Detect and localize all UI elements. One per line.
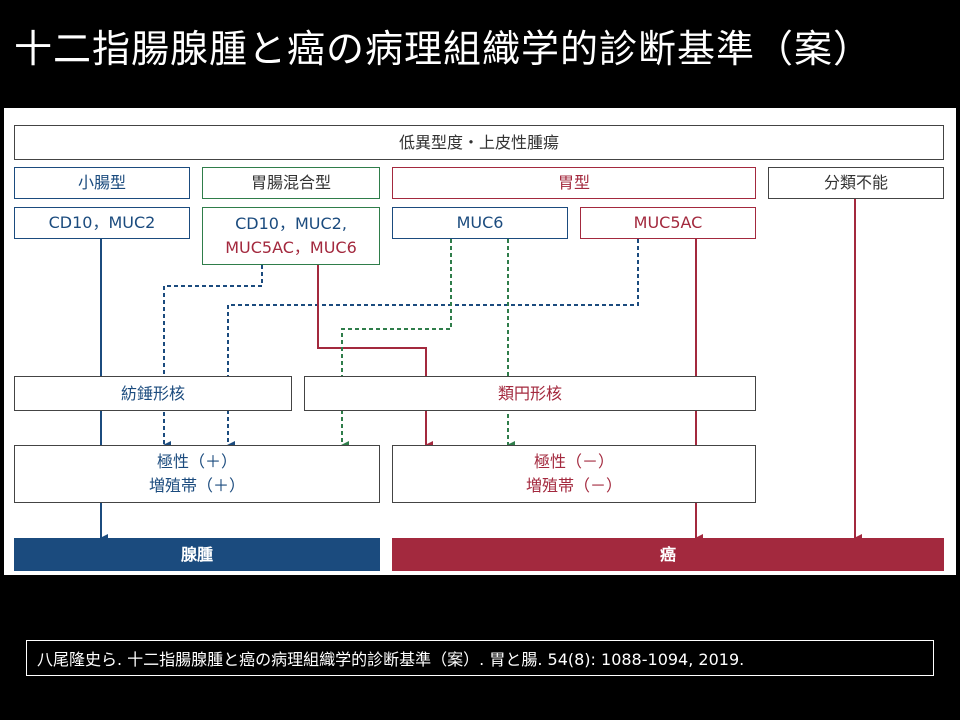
marker-mixed-box: CD10，MUC2, MUC5AC，MUC6 — [202, 207, 380, 265]
type-unclassified-box: 分類不能 — [768, 167, 944, 199]
diagram-panel: 低異型度・上皮性腫瘍 小腸型 胃腸混合型 胃型 分類不能 CD10，MUC2 C… — [4, 108, 956, 575]
line-muc6-green-to-plus — [341, 239, 452, 449]
marker-gastric-a-box: MUC6 — [392, 207, 568, 239]
outcome-carcinoma-label: 癌 — [659, 544, 676, 564]
marker-gastric-a-label: MUC6 — [456, 213, 504, 232]
marker-intestinal-label: CD10，MUC2 — [48, 213, 156, 232]
marker-mixed-line2: MUC5AC，MUC6 — [225, 238, 357, 257]
line-muc5ac-blue-dashed — [227, 239, 639, 449]
marker-intestinal-box: CD10，MUC2 — [14, 207, 190, 239]
type-gastric-box: 胃型 — [392, 167, 756, 199]
marker-gastric-b-label: MUC5AC — [633, 213, 703, 232]
marker-mixed-line1: CD10，MUC2, — [235, 214, 347, 233]
outcome-carcinoma-box: 癌 — [392, 538, 944, 571]
marker-gastric-b-box: MUC5AC — [580, 207, 756, 239]
polarity-minus-line1: 極性（－） — [533, 452, 614, 471]
type-mixed-box: 胃腸混合型 — [202, 167, 380, 199]
citation-box: 八尾隆史ら. 十二指腸腺腫と癌の病理組織学的診断基準（案）. 胃と腸. 54(8… — [26, 640, 934, 676]
type-intestinal-box: 小腸型 — [14, 167, 190, 199]
line-mixed-blue-dashed — [163, 265, 263, 449]
polarity-minus-box: 極性（－） 増殖帯（－） — [392, 445, 756, 503]
type-gastric-label: 胃型 — [557, 173, 590, 192]
polarity-plus-line2: 増殖帯（＋） — [148, 476, 245, 495]
type-unclassified-label: 分類不能 — [823, 173, 888, 192]
citation-text: 八尾隆史ら. 十二指腸腺腫と癌の病理組織学的診断基準（案）. 胃と腸. 54(8… — [37, 650, 745, 669]
outcome-adenoma-label: 腺腫 — [180, 544, 213, 564]
outcome-adenoma-box: 腺腫 — [14, 538, 380, 571]
top-category-box: 低異型度・上皮性腫瘍 — [14, 125, 944, 160]
polarity-plus-line1: 極性（＋） — [156, 452, 237, 471]
nucleus-spindle-label: 紡錘形核 — [120, 383, 185, 403]
type-mixed-label: 胃腸混合型 — [250, 173, 331, 192]
polarity-plus-box: 極性（＋） 増殖帯（＋） — [14, 445, 380, 503]
nucleus-round-box: 類円形核 — [304, 376, 756, 411]
nucleus-spindle-box: 紡錘形核 — [14, 376, 292, 411]
polarity-minus-line2: 増殖帯（－） — [525, 476, 622, 495]
nucleus-round-label: 類円形核 — [497, 383, 562, 403]
line-mixed-red — [317, 265, 433, 449]
top-category-label: 低異型度・上皮性腫瘍 — [398, 132, 559, 152]
slide-title: 十二指腸腺腫と癌の病理組織学的診断基準（案） — [14, 27, 873, 71]
type-intestinal-label: 小腸型 — [77, 173, 126, 192]
